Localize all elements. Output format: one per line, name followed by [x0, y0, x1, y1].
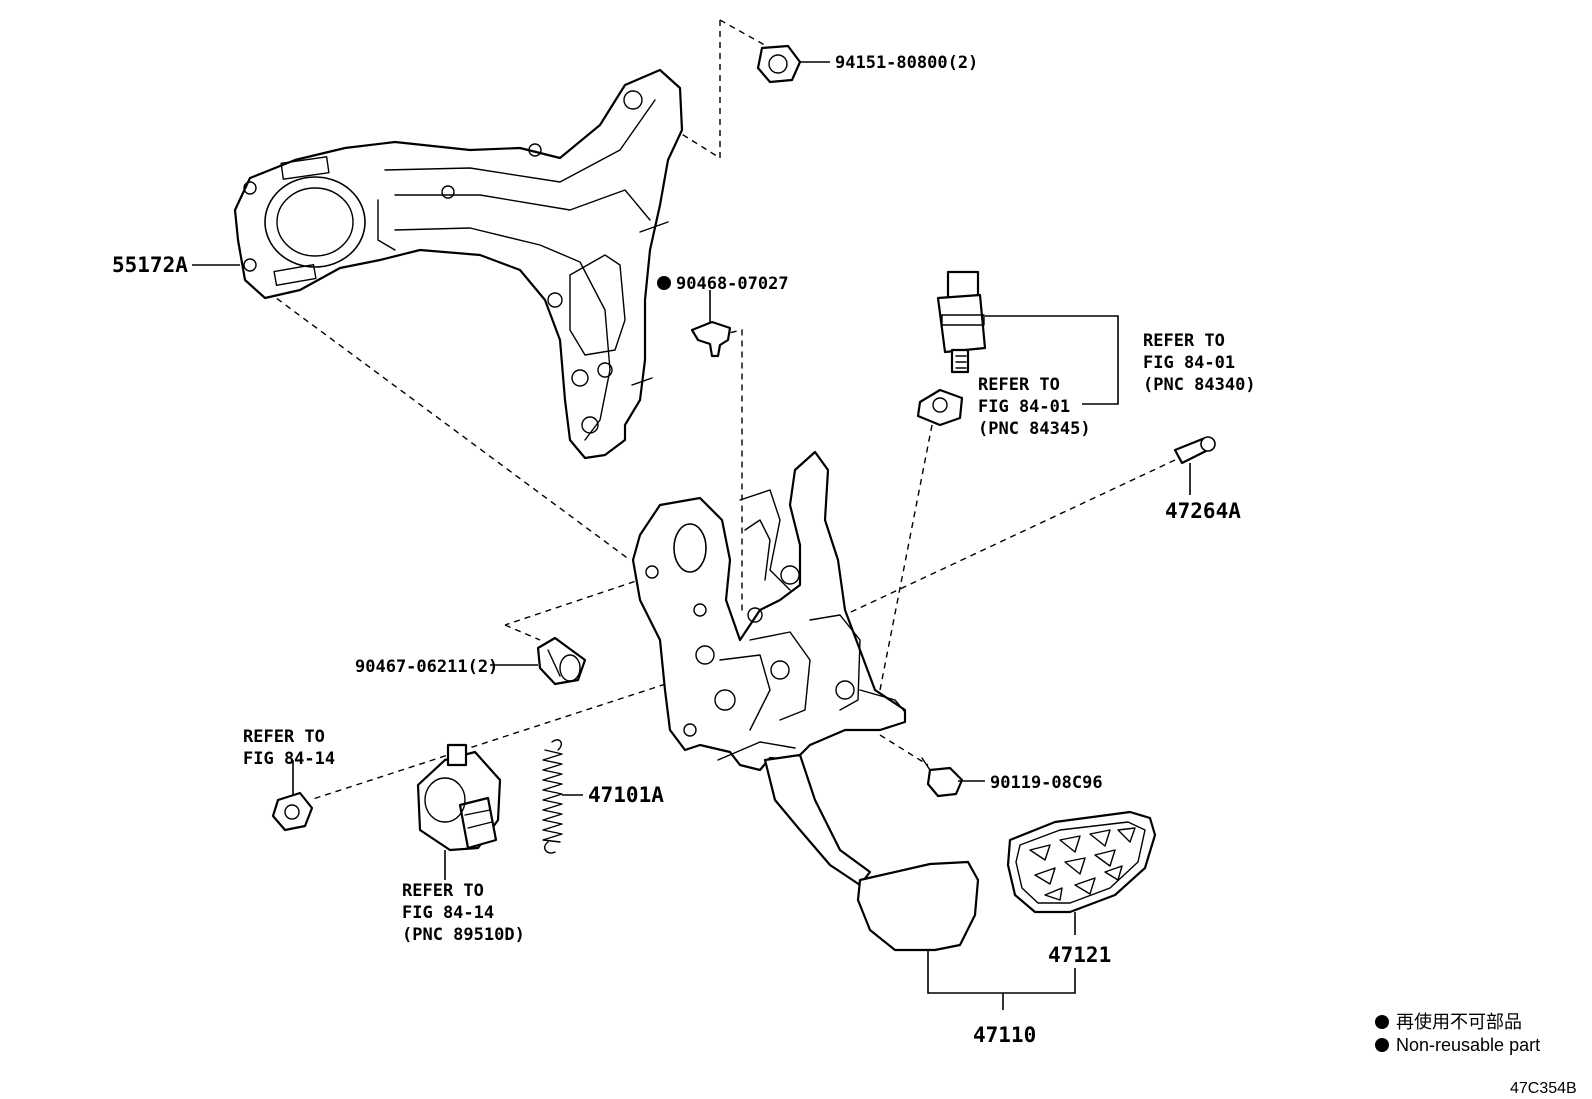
- legend-dot-icon: [1375, 1038, 1389, 1052]
- brake-pedal-support-assembly: [631, 450, 907, 772]
- ref-sensor-line3: (PNC 89510D): [402, 925, 525, 945]
- label-90119-08c96: 90119-08C96: [990, 773, 1103, 793]
- legend-english: Non-reusable part: [1396, 1035, 1540, 1055]
- part-labels: 94151-80800(2) 55172A 90468-07027 REFER …: [112, 53, 1256, 1047]
- legend-japanese: 再使用不可部品: [1396, 1012, 1522, 1032]
- label-47264a: 47264A: [1165, 499, 1241, 523]
- ref-switch-top-line1: REFER TO: [1143, 331, 1225, 351]
- ref-nut-line1: REFER TO: [243, 727, 325, 747]
- brake-pedal-47110: [763, 753, 980, 952]
- ref-nut-line2: FIG 84-14: [243, 749, 335, 769]
- return-spring-47101a: [542, 739, 563, 854]
- leader-lines: [192, 61, 1191, 1010]
- legend-dot-icon: [1375, 1015, 1389, 1029]
- ref-cushion-line3: (PNC 84345): [978, 419, 1091, 439]
- legend: 再使用不可部品 Non-reusable part: [1375, 1012, 1540, 1055]
- nut-94151: [756, 44, 802, 84]
- ref-cushion-line2: FIG 84-01: [978, 397, 1070, 417]
- label-90468-07027: 90468-07027: [676, 274, 789, 294]
- pedal-pad-47121: [1006, 810, 1157, 914]
- ref-switch-top-line2: FIG 84-01: [1143, 353, 1235, 373]
- label-90467-06211: 90467-06211(2): [355, 657, 498, 677]
- support-bracket-55172a: [233, 68, 684, 460]
- diagram-code: 47C354B: [1510, 1080, 1577, 1097]
- ref-cushion-line1: REFER TO: [978, 375, 1060, 395]
- pedal-position-sensor: [416, 743, 502, 852]
- label-47110: 47110: [973, 1023, 1036, 1047]
- ref-sensor-line1: REFER TO: [402, 881, 484, 901]
- ref-switch-top-line3: (PNC 84340): [1143, 375, 1256, 395]
- label-47101a: 47101A: [588, 783, 664, 807]
- clip-90468: [690, 320, 732, 358]
- non-reusable-dot-icon: [657, 276, 671, 290]
- stop-light-switch: [936, 270, 987, 374]
- nut-left: [271, 791, 314, 832]
- ref-sensor-line2: FIG 84-14: [402, 903, 494, 923]
- switch-cushion: [916, 388, 964, 427]
- bolt-90119: [921, 757, 964, 798]
- label-47121: 47121: [1048, 943, 1111, 967]
- label-94151-80800: 94151-80800(2): [835, 53, 978, 73]
- bolt-90467: [536, 636, 587, 686]
- label-55172a: 55172A: [112, 253, 188, 277]
- pin-47264a: [1173, 436, 1216, 465]
